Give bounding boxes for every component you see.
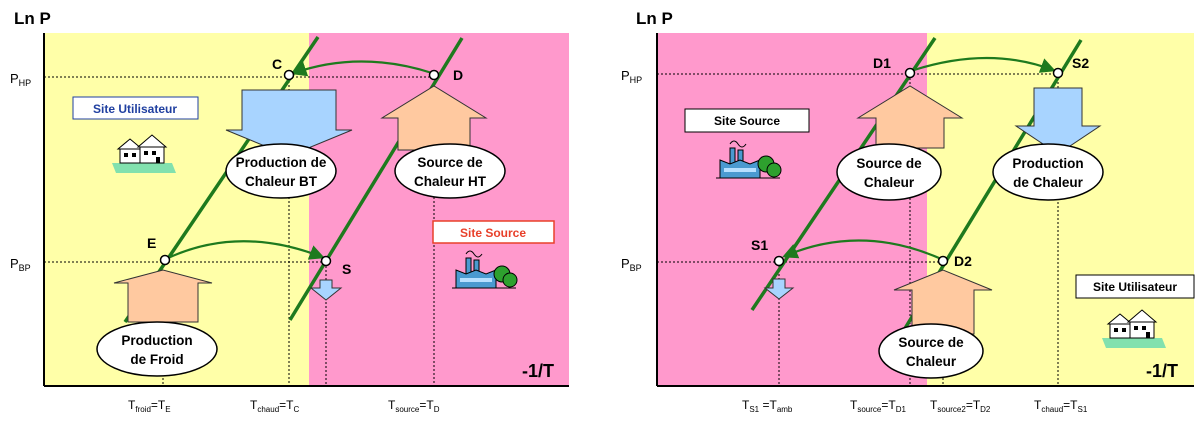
right-p-bp-label: PBP — [621, 256, 642, 273]
house-icon — [1102, 309, 1166, 348]
left-point-d — [428, 69, 440, 81]
right-site-user-box — [1075, 274, 1195, 299]
left-diagram: Ln P -1/T PHP PBP C D E — [10, 9, 569, 414]
left-t-source: Tsource=TD — [388, 398, 440, 414]
left-pink-region — [309, 33, 569, 386]
left-point-e — [159, 254, 171, 266]
left-site-user-label: Site Utilisateur — [93, 102, 177, 116]
right-point-s2 — [1052, 67, 1064, 79]
left-point-s — [320, 255, 332, 267]
right-site-source-label: Site Source — [714, 114, 780, 128]
right-blue-arrow-s2 — [1014, 87, 1102, 155]
right-x-axis-label: -1/T — [1146, 361, 1178, 381]
left-label-s: S — [342, 261, 351, 277]
left-label-c: C — [272, 56, 282, 72]
left-blue-arrow-c — [225, 89, 353, 157]
factory-icon — [716, 140, 782, 179]
right-orange-arrow-d1 — [856, 85, 964, 149]
left-site-source-label: Site Source — [460, 226, 526, 240]
left-p-bp-label: PBP — [10, 256, 31, 273]
right-orange-arrow-d2 — [893, 269, 993, 335]
right-arrow-d2-to-s1 — [782, 239, 940, 260]
right-label-s1: S1 — [751, 237, 768, 253]
left-orange-arrow-d — [380, 85, 488, 151]
right-label-d1: D1 — [873, 55, 891, 71]
left-blue-arrow-s — [309, 279, 343, 301]
right-pink-region — [657, 33, 927, 386]
left-label-e: E — [147, 235, 156, 251]
left-x-axis-label: -1/T — [522, 361, 554, 381]
house-icon — [112, 134, 176, 173]
right-t-source1: Tsource=TD1 — [850, 398, 906, 414]
right-t-s1: TS1 =Tamb — [742, 398, 793, 414]
left-t-chaud: Tchaud=TC — [250, 398, 299, 414]
left-y-axis-label: Ln P — [14, 9, 51, 28]
left-t-froid: Tfroid=TE — [128, 398, 171, 414]
left-orange-arrow-e — [113, 269, 213, 323]
right-diagram: Ln P -1/T PHP PBP D1 S2 S1 — [621, 9, 1195, 414]
right-p-hp-label: PHP — [621, 68, 642, 85]
right-blue-arrow-s1 — [763, 278, 795, 300]
left-arrow-e-to-s — [167, 240, 325, 260]
left-site-user-box — [72, 96, 199, 120]
left-point-c — [283, 69, 295, 81]
left-label-d: D — [453, 67, 463, 83]
right-site-user-label: Site Utilisateur — [1093, 280, 1177, 294]
right-t-chaud: Tchaud=TS1 — [1034, 398, 1088, 414]
right-site-source-box — [684, 108, 810, 133]
left-green-line-2 — [288, 37, 464, 321]
right-arrow-d1-to-s2 — [913, 56, 1056, 73]
right-point-d2 — [937, 255, 949, 267]
right-point-d1 — [904, 67, 916, 79]
right-label-d2: D2 — [954, 253, 972, 269]
right-y-axis-label: Ln P — [636, 9, 673, 28]
left-arrow-d-to-c — [291, 60, 433, 77]
left-p-hp-label: PHP — [10, 71, 31, 88]
right-point-s1 — [773, 255, 785, 267]
factory-icon — [452, 250, 518, 289]
right-label-s2: S2 — [1072, 55, 1089, 71]
right-t-source2: Tsource2=TD2 — [930, 398, 991, 414]
left-site-source-box — [432, 220, 555, 244]
